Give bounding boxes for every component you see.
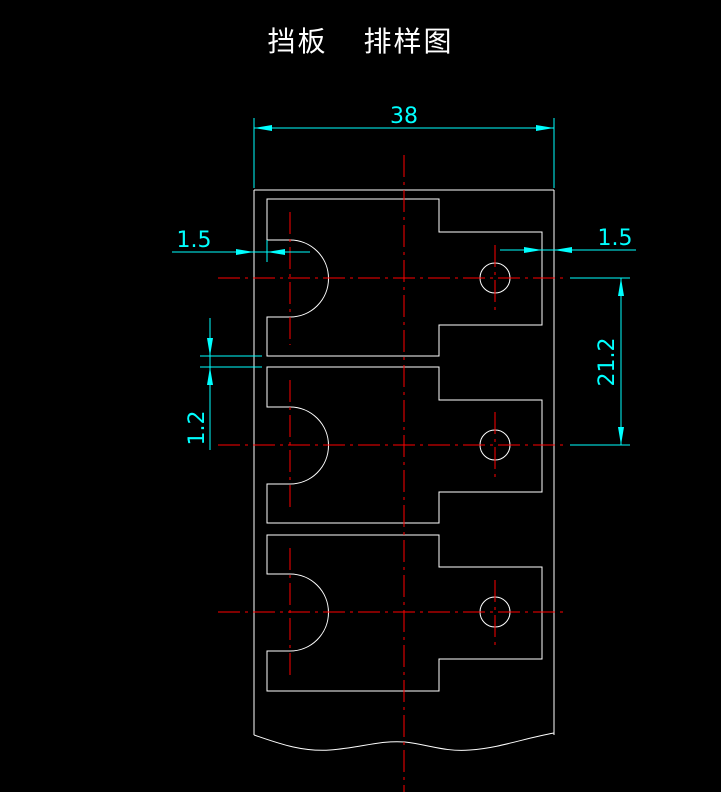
width-arrow-right bbox=[536, 125, 554, 131]
right-margin-arrow-in bbox=[524, 247, 542, 253]
right-margin-arrow-out bbox=[554, 247, 572, 253]
part-1-outline bbox=[266, 198, 543, 357]
part-2-outline bbox=[266, 366, 543, 524]
part-3-outline bbox=[266, 534, 543, 692]
dimensions: 38 1.5 1.5 21.2 bbox=[172, 104, 636, 450]
left-margin-dimension-text: 1.5 bbox=[177, 228, 212, 253]
gap-arrow-bottom bbox=[207, 367, 213, 385]
strip-break-line bbox=[253, 732, 555, 751]
gap-arrow-top bbox=[207, 338, 213, 356]
width-arrow-left bbox=[254, 125, 272, 131]
dimension-gap: 1.2 bbox=[185, 318, 262, 450]
dimension-width: 38 bbox=[253, 104, 555, 188]
pitch-arrow-top bbox=[618, 278, 624, 296]
left-margin-arrow-out bbox=[267, 249, 285, 255]
left-margin-arrow-in bbox=[236, 249, 254, 255]
dimension-right-margin: 1.5 bbox=[500, 226, 636, 253]
pitch-dimension-text: 21.2 bbox=[595, 338, 620, 387]
gap-dimension-text: 1.2 bbox=[185, 411, 210, 446]
pitch-arrow-bottom bbox=[618, 427, 624, 445]
width-dimension-text: 38 bbox=[390, 104, 418, 129]
centerlines bbox=[218, 155, 566, 792]
title-part-name: 挡板 bbox=[267, 25, 328, 58]
drawing-title: 挡板 排样图 bbox=[0, 20, 721, 60]
right-margin-dimension-text: 1.5 bbox=[598, 226, 633, 251]
title-layout-label: 排样图 bbox=[363, 25, 454, 58]
dimension-left-margin: 1.5 bbox=[172, 228, 310, 262]
dimension-pitch: 21.2 bbox=[570, 277, 630, 446]
